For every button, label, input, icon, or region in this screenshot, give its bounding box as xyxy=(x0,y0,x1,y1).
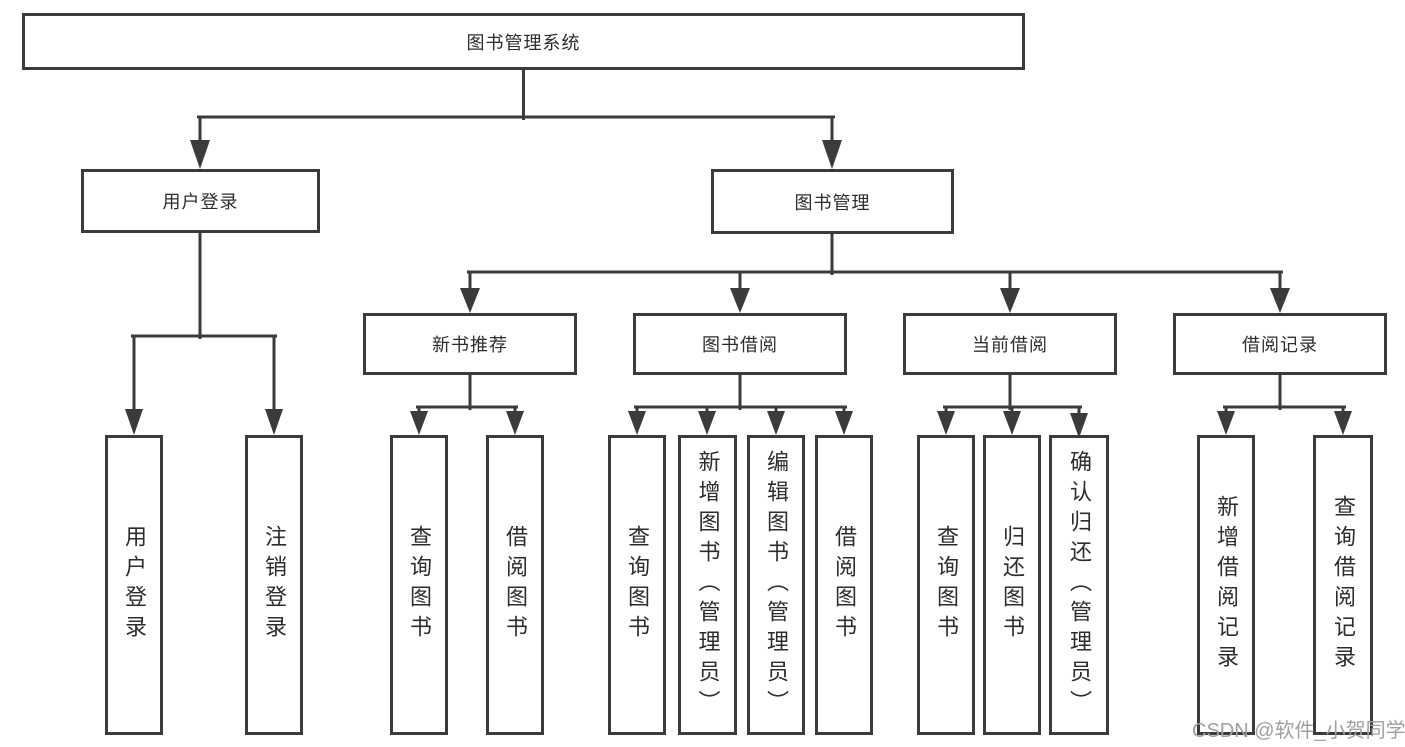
node-borrow-books-action: 借阅图书 xyxy=(815,435,873,735)
node-book-borrow-label: 图书借阅 xyxy=(702,335,778,355)
node-user-login-label: 用户登录 xyxy=(162,192,239,212)
node-query-borrow-record: 查询借阅记录 xyxy=(1313,435,1373,735)
csdn-watermark: CSDN @软件_小贺同学 xyxy=(1192,720,1405,742)
node-user-login: 用户登录 xyxy=(81,169,320,233)
node-add-borrow-record-label: 新增借阅记录 xyxy=(1214,495,1239,675)
node-root: 图书管理系统 xyxy=(22,13,1025,70)
node-return-book-label: 归还图书 xyxy=(1000,525,1025,645)
node-user-login-action-label: 用户登录 xyxy=(122,525,147,645)
node-book-management-label: 图书管理 xyxy=(794,192,871,213)
node-query-books-recommend: 查询图书 xyxy=(390,435,448,735)
node-query-books-current-label: 查询图书 xyxy=(934,525,959,645)
node-add-borrow-record: 新增借阅记录 xyxy=(1197,435,1255,735)
node-current-borrow: 当前借阅 xyxy=(903,313,1117,375)
node-edit-book-admin: 编辑图书（管理员） xyxy=(747,435,805,735)
node-edit-book-admin-label: 编辑图书（管理员） xyxy=(764,450,789,720)
node-book-borrow: 图书借阅 xyxy=(633,313,847,375)
node-new-book-recommend-label: 新书推荐 xyxy=(432,335,508,355)
node-add-book-admin: 新增图书（管理员） xyxy=(678,435,737,735)
node-book-management: 图书管理 xyxy=(711,169,954,234)
node-borrow-records: 借阅记录 xyxy=(1173,313,1387,375)
node-root-label: 图书管理系统 xyxy=(466,32,581,53)
node-query-books-borrow-label: 查询图书 xyxy=(625,525,650,645)
node-confirm-return-admin-label: 确认归还（管理员） xyxy=(1067,450,1092,720)
node-borrow-books-recommend: 借阅图书 xyxy=(486,435,544,735)
node-borrow-books-recommend-label: 借阅图书 xyxy=(503,525,528,645)
node-query-books-borrow: 查询图书 xyxy=(608,435,666,735)
node-return-book: 归还图书 xyxy=(983,435,1041,735)
node-current-borrow-label: 当前借阅 xyxy=(972,335,1048,355)
node-borrow-records-label: 借阅记录 xyxy=(1242,335,1318,355)
node-logout-action: 注销登录 xyxy=(245,435,303,735)
node-query-borrow-record-label: 查询借阅记录 xyxy=(1331,495,1356,675)
node-new-book-recommend: 新书推荐 xyxy=(363,313,577,375)
node-query-books-recommend-label: 查询图书 xyxy=(407,525,432,645)
node-borrow-books-action-label: 借阅图书 xyxy=(832,525,857,645)
node-query-books-current: 查询图书 xyxy=(917,435,975,735)
node-logout-action-label: 注销登录 xyxy=(262,525,287,645)
node-user-login-action: 用户登录 xyxy=(105,435,163,735)
node-confirm-return-admin: 确认归还（管理员） xyxy=(1049,435,1109,735)
node-add-book-admin-label: 新增图书（管理员） xyxy=(695,450,721,720)
